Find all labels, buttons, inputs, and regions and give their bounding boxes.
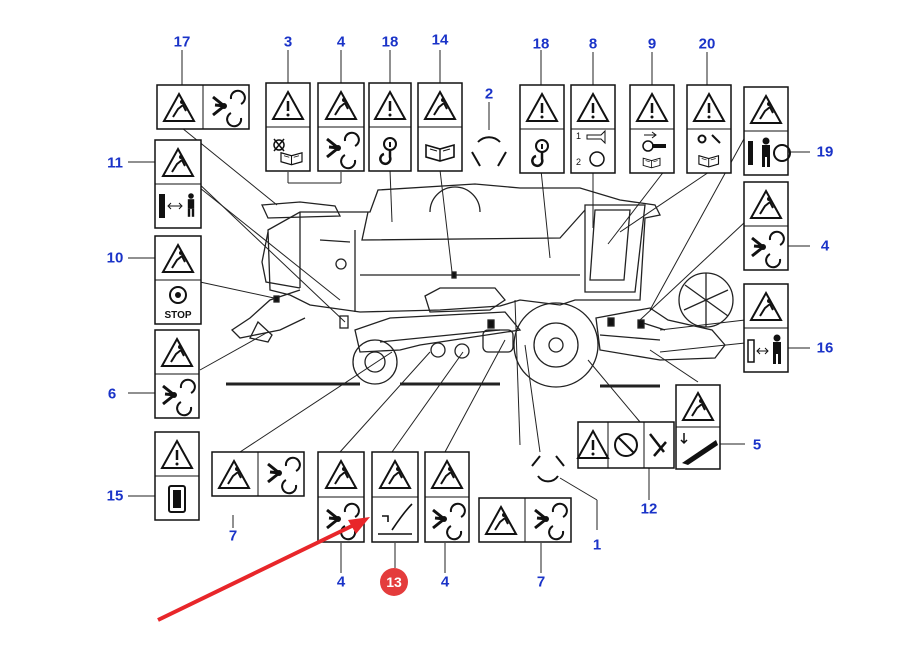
decal-18-b: [519, 84, 565, 174]
highlight-badge-13: 13: [380, 568, 408, 596]
callout-18-a: 18: [381, 33, 399, 51]
callout-3: 3: [283, 33, 293, 51]
decal-4-bottom-b: [424, 451, 470, 543]
callout-16: 16: [816, 339, 834, 357]
callout-14: 14: [431, 31, 449, 49]
callout-6: 6: [107, 385, 117, 403]
callout-10: 10: [106, 249, 124, 267]
callout-5: 5: [752, 436, 762, 454]
decal-11: [154, 139, 202, 229]
callout-7-bottom: 7: [536, 573, 546, 591]
callout-9: 9: [647, 35, 657, 53]
decal-8: 1 2: [570, 84, 616, 174]
view-symbol-bottom: [531, 455, 565, 483]
highlight-arrow: [157, 517, 370, 622]
decal-12: [576, 421, 675, 469]
callout-18-b: 18: [532, 35, 550, 53]
decal-19: [743, 86, 791, 176]
callout-7-left: 7: [228, 527, 238, 545]
callout-8: 8: [588, 35, 598, 53]
svg-text:STOP: STOP: [164, 310, 191, 321]
decal-20: [686, 84, 732, 174]
decal-14: [417, 82, 463, 172]
decal-5: [675, 384, 721, 470]
view-symbol-top: [471, 136, 507, 167]
decal-9: [629, 84, 675, 174]
svg-text:1: 1: [576, 131, 581, 141]
leader-lines: [128, 50, 810, 573]
callout-20: 20: [698, 35, 716, 53]
callout-4-bottom-a: 4: [336, 573, 346, 591]
callout-17: 17: [173, 33, 191, 51]
callout-1: 1: [592, 536, 602, 554]
callout-11: 11: [107, 154, 123, 172]
callout-15: 15: [106, 487, 124, 505]
callout-2: 2: [484, 85, 494, 103]
callout-4-right: 4: [820, 237, 830, 255]
decal-4-top: [317, 82, 365, 172]
svg-text:2: 2: [576, 157, 581, 167]
decal-6: [154, 329, 200, 419]
decal-18-a: [368, 82, 412, 172]
decal-13: [371, 451, 419, 543]
decal-10: STOP: [154, 235, 202, 325]
callout-4-top: 4: [336, 33, 346, 51]
decal-15: [154, 431, 200, 521]
decal-7-bottom: [478, 497, 572, 543]
decal-4-right: [743, 181, 789, 271]
decal-7-left: [211, 451, 305, 497]
combine-harvester: [226, 183, 734, 388]
callout-12: 12: [640, 500, 658, 518]
decal-16: [743, 283, 789, 373]
callout-19: 19: [816, 143, 834, 161]
decal-17: [156, 84, 250, 130]
callout-4-bottom-b: 4: [440, 573, 450, 591]
decal-3: [265, 82, 311, 172]
